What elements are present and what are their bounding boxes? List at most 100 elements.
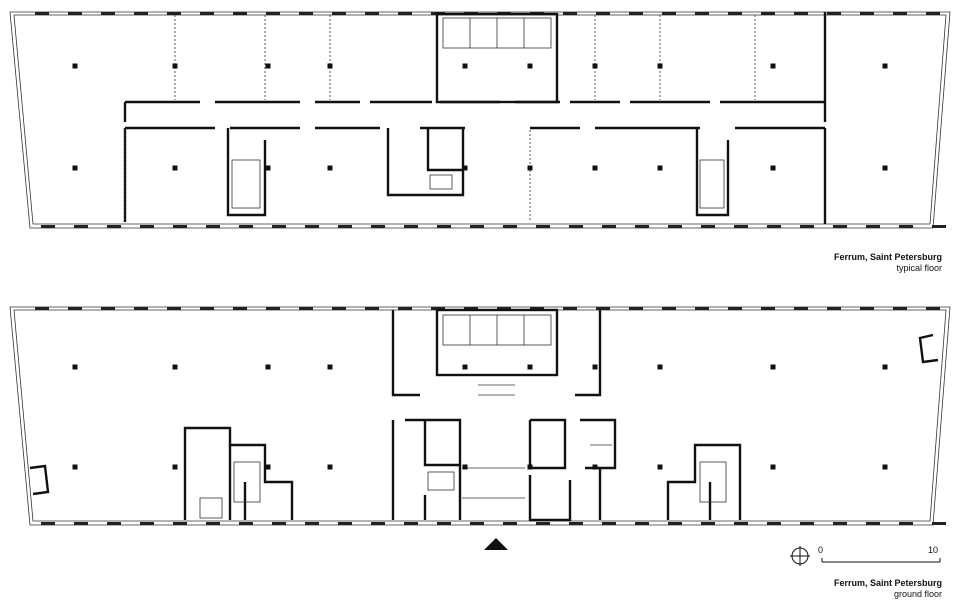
restroom-wall [386,128,465,197]
drawing-subtitle: typical floor [896,263,942,273]
window-mullion [101,307,115,310]
window-mullion [800,225,814,228]
window-mullion [860,307,874,310]
column [265,464,271,470]
window-mullion [866,225,880,228]
core-block [435,12,559,104]
window-mullion [899,225,913,228]
stair-icon [699,159,725,209]
window-mullion [866,522,880,525]
window-mullion [833,225,847,228]
stair-block-wall [183,426,294,520]
column [770,165,776,171]
window-mullion [233,307,247,310]
window-mullion [761,12,775,15]
window-mullion [728,307,742,310]
column [172,464,178,470]
window-mullion [596,307,610,310]
window-mullion [140,225,154,228]
scale-start-label: 0 [818,545,824,555]
window-mullion [503,522,517,525]
window-mullion [266,307,280,310]
window-mullion [662,307,676,310]
column [657,364,663,370]
window-mullion [767,225,781,228]
window-mullion [107,225,121,228]
window-mullion [530,307,544,310]
column [265,364,271,370]
window-mullion [272,522,286,525]
ground-floor-columns [72,364,888,470]
window-mullion [437,522,451,525]
window-mullion [596,12,610,15]
column [527,165,533,171]
stair-room-wall [695,128,730,217]
window-mullion [569,522,583,525]
column [657,165,663,171]
typical-floor-plan [9,11,951,229]
column [657,464,663,470]
restroom-wall [426,128,463,172]
column [592,165,598,171]
ground-floor-outline-inner [13,309,947,522]
window-mullion [470,225,484,228]
window-mullion [464,307,478,310]
window-mullion [860,12,874,15]
column [770,464,776,470]
drawing-title: Ferrum, Saint Petersburg [833,252,942,262]
stair-icon [231,159,261,209]
window-mullion [695,307,709,310]
window-mullion [794,307,808,310]
window-mullion [200,307,214,310]
core-block [435,308,559,377]
ground-floor-outline-outer [9,306,951,526]
window-mullion [635,225,649,228]
window-mullion [932,522,946,525]
ground-floor-windows [35,307,946,525]
restroom-wall [580,418,617,470]
stair-room-wall [226,128,267,217]
column [72,464,78,470]
window-mullion [767,522,781,525]
column [72,364,78,370]
ground-floor-plan [9,306,951,526]
column [327,165,333,171]
column [265,165,271,171]
window-mullion [338,522,352,525]
window-mullion [74,522,88,525]
window-mullion [305,225,319,228]
window-mullion [536,225,550,228]
column [265,63,271,69]
window-mullion [668,522,682,525]
window-mullion [206,225,220,228]
window-mullion [74,225,88,228]
column [882,165,888,171]
bay-projection [29,464,50,496]
window-mullion [569,225,583,228]
window-mullion [338,225,352,228]
window-mullion [404,225,418,228]
window-mullion [431,307,445,310]
window-mullion [134,307,148,310]
typical-floor-columns [72,63,888,171]
stair-icon [199,497,223,519]
window-mullion [602,225,616,228]
lobby-wall [528,475,572,522]
entrance-triangle-icon [484,538,508,550]
window-mullion [728,12,742,15]
window-mullion [239,522,253,525]
window-mullion [602,522,616,525]
window-mullion [827,12,841,15]
drawing-title: Ferrum, Saint Petersburg [833,578,942,588]
north-arrow-icon [790,546,810,566]
window-mullion [371,225,385,228]
stair-icon [233,461,261,503]
window-mullion [833,522,847,525]
window-mullion [299,12,313,15]
column [770,63,776,69]
window-mullion [134,12,148,15]
lobby-wall [528,418,567,470]
window-mullion [668,225,682,228]
column [462,364,468,370]
column [882,63,888,69]
